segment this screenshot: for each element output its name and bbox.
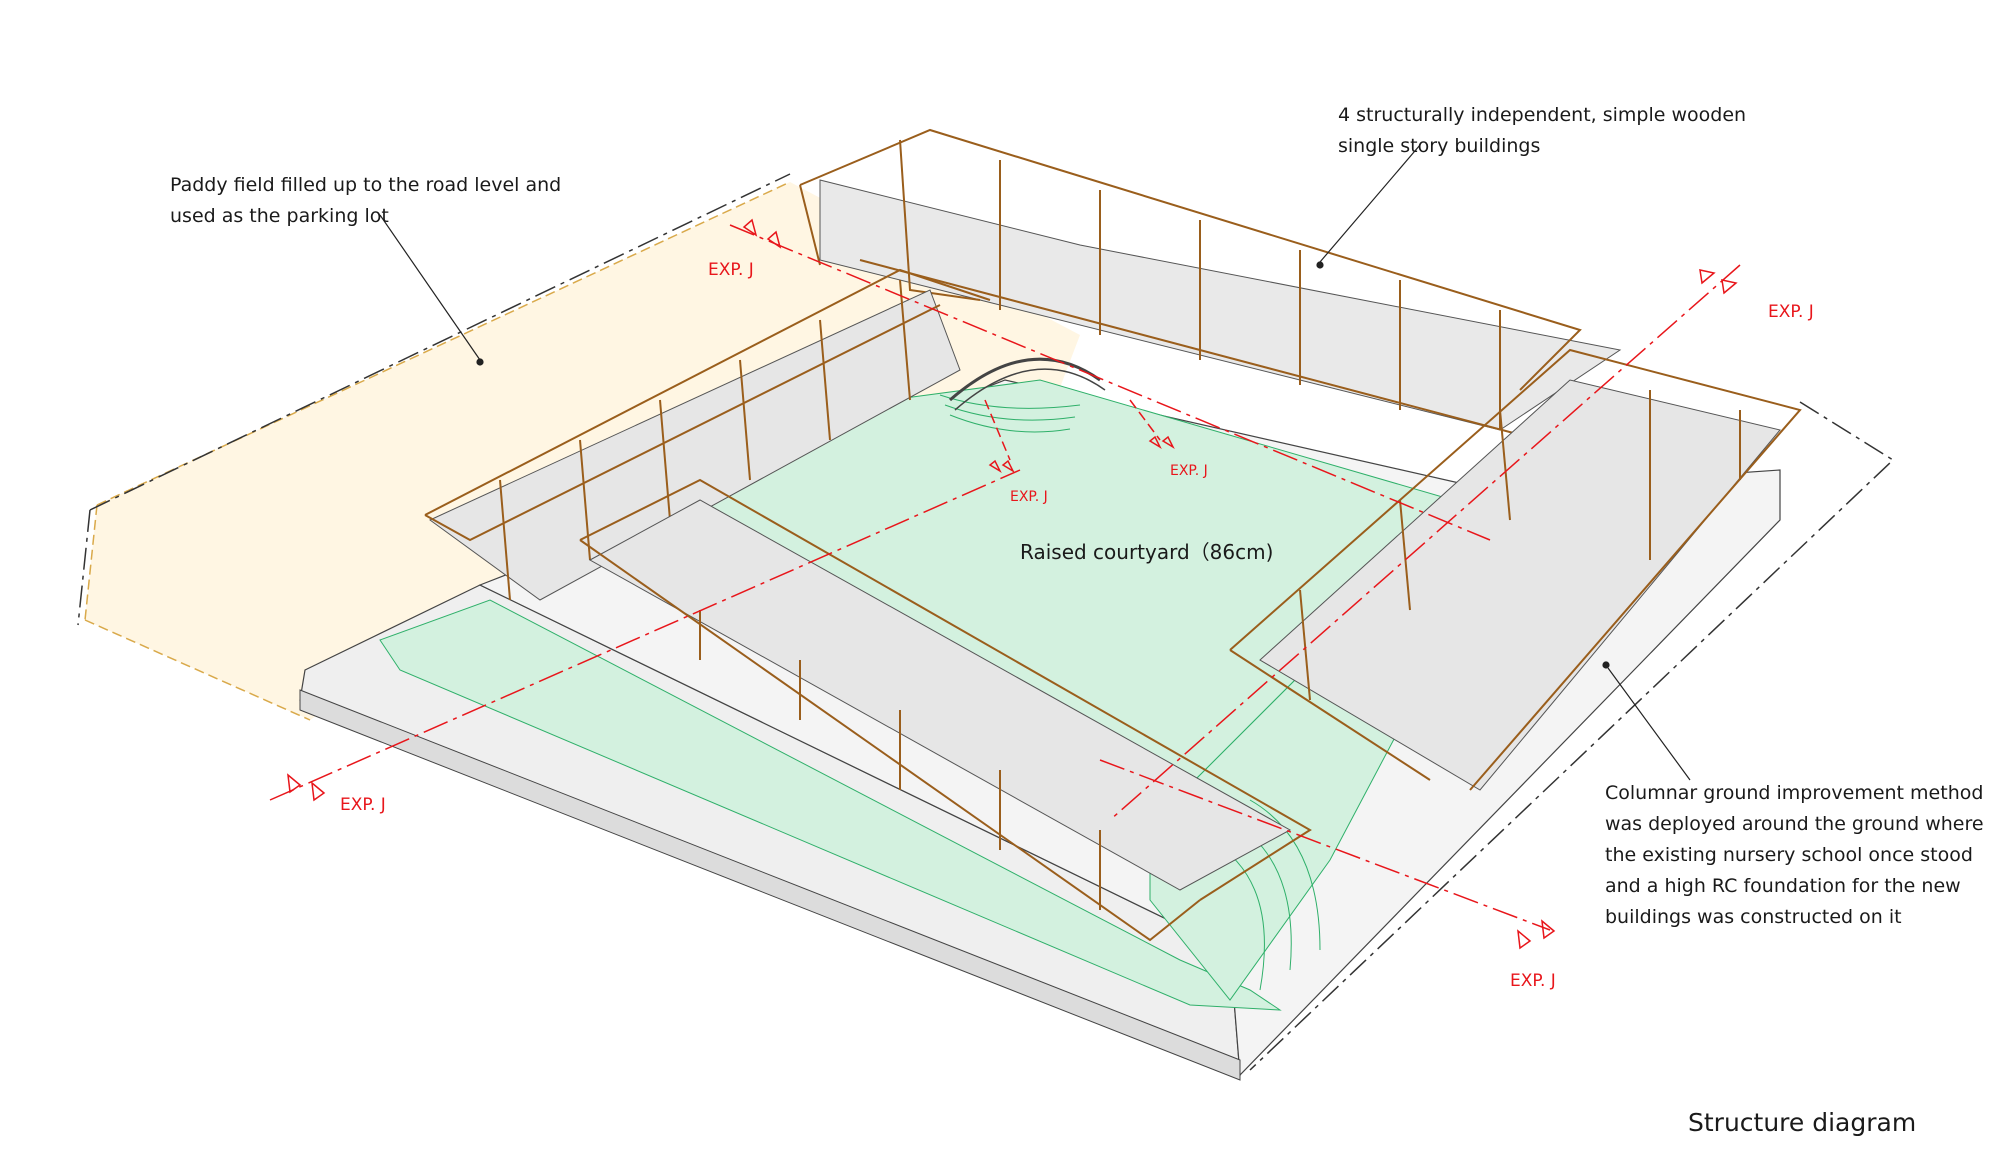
building-north: [799, 128, 1622, 441]
building-east: [1229, 348, 1802, 791]
exp-joint-label-bridge: EXP. J: [1170, 463, 1208, 479]
expansion-joint-markers: [287, 218, 1738, 950]
building-south: [579, 478, 1312, 942]
exp-joint-label-center: EXP. J: [1010, 489, 1048, 505]
buildings-annotation: 4 structurally independent, simple woode…: [1338, 104, 1747, 157]
exp-joint-label-east: EXP. J: [1768, 302, 1814, 322]
exp-joint-label-north: EXP. J: [708, 260, 754, 280]
parking-lot-annotation: Paddy field filled up to the road level …: [170, 174, 562, 227]
diagram-caption: Structure diagram: [1688, 1108, 1917, 1137]
building-west: [424, 268, 991, 601]
expansion-joint-lines: [269, 224, 1741, 931]
ground-improvement-annotation: Columnar ground improvement method was d…: [1605, 782, 1984, 928]
leader-lines: [379, 144, 1691, 781]
raised-courtyard: [379, 379, 1511, 1011]
site-boundary: [1249, 401, 1895, 1071]
exp-joint-label-west: EXP. J: [340, 795, 386, 815]
courtyard-label: Raised courtyard（86cm): [1020, 540, 1274, 564]
bridge: [949, 357, 1106, 411]
exp-joint-label-south: EXP. J: [1510, 971, 1556, 991]
